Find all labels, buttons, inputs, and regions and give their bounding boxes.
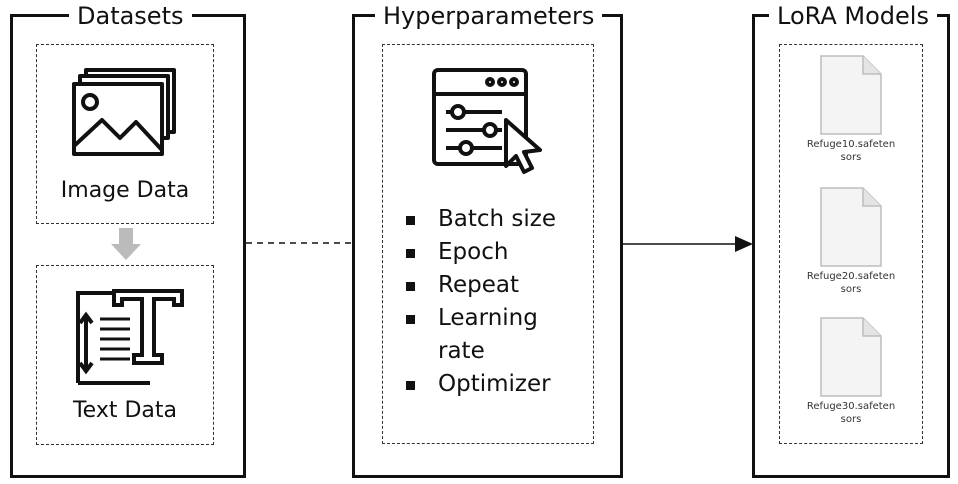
text-data-label: Text Data	[72, 398, 178, 423]
param-epoch: Epoch	[402, 236, 592, 269]
image-data-label: Image Data	[60, 178, 190, 203]
hyperparameters-panel: Hyperparameters	[352, 1, 623, 478]
image-stack-icon	[72, 68, 176, 156]
hyperparameter-list: Batch size Epoch Repeat Learning rate Op…	[402, 203, 592, 401]
cursor-icon	[504, 118, 542, 174]
param-batch-size: Batch size	[402, 203, 592, 236]
down-arrow-icon	[111, 228, 141, 260]
dashed-connector	[246, 242, 354, 244]
model-file-1[interactable]: Refuge10.safeten sors	[791, 54, 911, 164]
file-icon	[820, 187, 882, 267]
datasets-title: Datasets	[69, 1, 192, 31]
param-optimizer: Optimizer	[402, 368, 592, 401]
file-name-line2: sors	[840, 152, 862, 163]
file-name-line2: sors	[840, 414, 862, 425]
arrow-to-models	[623, 236, 753, 252]
file-name-line1: Refuge30.safeten	[806, 401, 896, 412]
file-icon	[820, 55, 882, 135]
param-repeat: Repeat	[402, 269, 592, 302]
file-name-line1: Refuge10.safeten	[806, 139, 896, 150]
lora-files-box	[779, 44, 923, 444]
param-learning-rate: Learning rate	[402, 302, 592, 368]
model-file-2[interactable]: Refuge20.safeten sors	[791, 186, 911, 296]
settings-window-icon	[432, 68, 542, 174]
model-file-3[interactable]: Refuge30.safeten sors	[791, 316, 911, 426]
lora-panel: LoRA Models	[752, 1, 950, 478]
hyperparameters-title: Hyperparameters	[375, 1, 603, 31]
file-icon	[820, 317, 882, 397]
lora-title: LoRA Models	[769, 1, 937, 31]
text-data-box	[36, 265, 214, 445]
file-name-line1: Refuge20.safeten	[806, 271, 896, 282]
text-document-icon	[76, 289, 184, 385]
hyperparameters-box	[382, 44, 594, 444]
datasets-panel: Datasets	[10, 1, 246, 478]
image-data-box	[36, 44, 214, 224]
file-name-line2: sors	[840, 284, 862, 295]
